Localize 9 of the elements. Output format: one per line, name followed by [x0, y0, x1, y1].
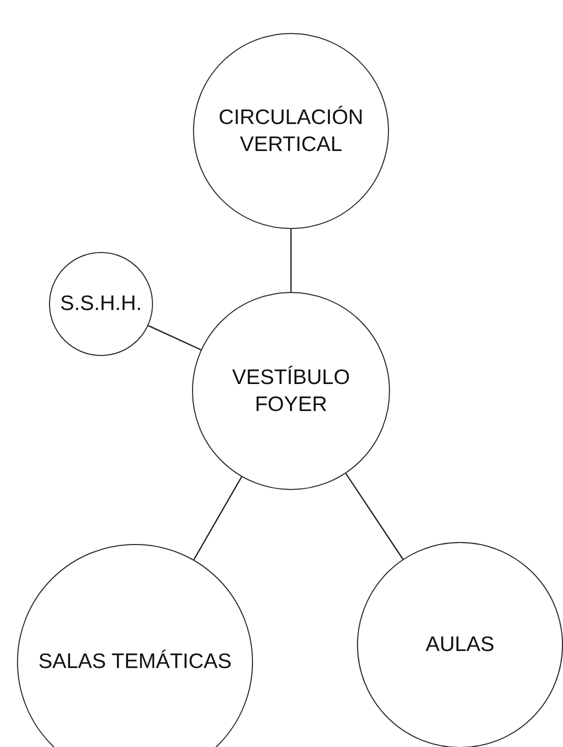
connector-line	[148, 325, 202, 350]
space-label: CIRCULACIÓN VERTICAL	[218, 104, 364, 158]
connector-line	[193, 476, 242, 560]
space-label: VESTÍBULO FOYER	[231, 364, 351, 418]
connector-line	[345, 473, 404, 560]
connector-line	[290, 229, 292, 292]
space-label: SALAS TEMÁTICAS	[37, 648, 233, 676]
space-label: AULAS	[424, 632, 496, 658]
space-label: S.S.H.H.	[59, 291, 143, 318]
